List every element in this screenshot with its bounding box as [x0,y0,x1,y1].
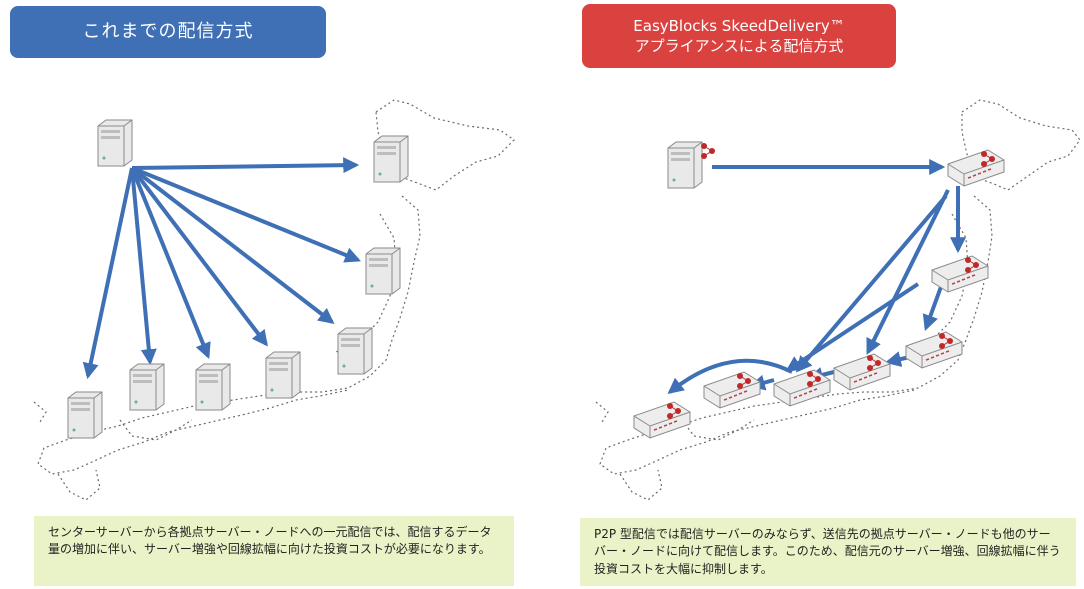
diagram-traditional [33,99,515,501]
arrow-icon [130,167,157,366]
caption-traditional: センターサーバーから各拠点サーバー・ノードへの一元配信では、配信するデータ量の増… [34,516,514,586]
appliance-icon [931,255,989,293]
title-line-1: EasyBlocks SkeedDelivery™ [633,16,845,35]
appliance-icon [947,149,1005,187]
server-icon [337,327,373,375]
appliance-icon [773,369,831,407]
nodes-skeeddelivery [633,141,1005,439]
arrow-icon [795,194,948,373]
caption-skeeddelivery: P2P 型配信では配信サーバーのみならず、送信先の拠点サーバー・ノードも他のサー… [580,518,1076,586]
server-icon [373,135,409,183]
arrow-icon [130,166,335,324]
appliance-icon [905,331,963,369]
arrows-traditional [82,157,361,380]
server-icon [129,363,165,411]
appliance-icon [633,401,691,439]
arrow-icon [131,157,360,174]
title-line-2: アプライアンスによる配信方式 [634,37,844,55]
title-skeeddelivery: EasyBlocks SkeedDelivery™ アプライアンスによる配信方式 [582,4,896,68]
diagram-skeeddelivery [595,99,1081,501]
arrow-icon [130,167,211,359]
panel-skeeddelivery: EasyBlocks SkeedDelivery™ アプライアンスによる配信方式 [542,0,1084,589]
appliance-icon [703,371,761,409]
arrow-icon [667,358,793,395]
arrow-icon [866,189,950,355]
arrow-icon [82,167,134,380]
arrow-icon [130,166,268,347]
server-icon [195,363,231,411]
arrow-icon [131,166,361,263]
server-icon [67,391,103,439]
center-server-icon [97,119,133,167]
server-icon [265,351,301,399]
title-traditional: これまでの配信方式 [10,6,326,58]
center-server-icon [667,141,716,189]
appliance-icon [833,353,891,391]
server-icon [365,247,401,295]
panel-traditional: これまでの配信方式 [10,6,515,586]
arrow-icon [922,283,944,332]
